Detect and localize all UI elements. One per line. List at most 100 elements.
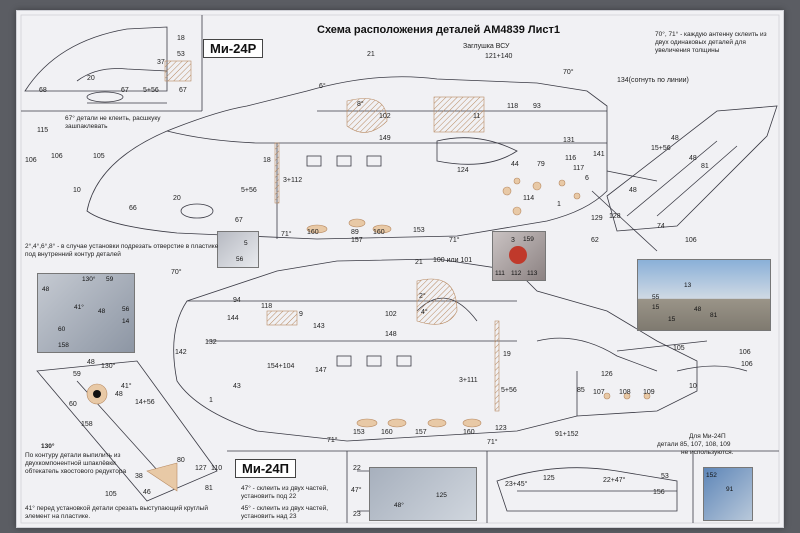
- part-label: 160: [307, 229, 319, 236]
- sheet-title: Схема расположения деталей АМ4839 Лист1: [317, 24, 561, 36]
- photo-label: 158: [58, 342, 69, 349]
- part-label: 123: [495, 425, 507, 432]
- part-label: 153: [413, 227, 425, 234]
- part-label: 158: [81, 421, 93, 428]
- part-label: 47°: [351, 487, 362, 494]
- part-label: 48: [115, 391, 123, 398]
- photo-label: 60: [58, 326, 66, 333]
- part-label: 148: [385, 331, 397, 338]
- part-label: 5+56: [241, 187, 257, 194]
- note-bend: 134(согнуть по линии): [617, 77, 689, 84]
- photo-label: 112: [511, 270, 522, 277]
- part-label: 106: [741, 361, 753, 368]
- part-label: 15+56: [651, 145, 671, 152]
- note-antenna: 70°, 71° - каждую антенну склеить из дву…: [655, 31, 767, 54]
- part-label: 108: [619, 389, 631, 396]
- photo-detail-47: 48° 125: [369, 467, 477, 521]
- photo-label: 159: [523, 236, 534, 243]
- part-label: 109: [643, 389, 655, 396]
- photo-label: 41°: [74, 304, 84, 311]
- part-label: 22+47°: [603, 477, 626, 484]
- part-label: 48: [87, 359, 95, 366]
- part-label: 3: [511, 237, 515, 244]
- part-label: 105: [93, 153, 105, 160]
- part-label: 132: [205, 339, 217, 346]
- part-label: 126: [601, 371, 613, 378]
- photo-label: 55: [652, 294, 660, 301]
- part-label: 62: [591, 237, 599, 244]
- part-label: 9: [299, 311, 303, 318]
- part-label: 154+104: [267, 363, 295, 370]
- note-45: 45° - склеить из двух частей, установить…: [241, 505, 329, 520]
- part-label: 129: [591, 215, 603, 222]
- part-label: 48: [689, 155, 697, 162]
- part-label: 106: [685, 237, 697, 244]
- part-label: 124: [457, 167, 469, 174]
- part-label: 142: [175, 349, 187, 356]
- note-holes: 2°,4°,6°,8° - в случае установки подреза…: [25, 243, 219, 258]
- part-label: 121+140: [485, 53, 513, 60]
- part-label: 18: [177, 35, 185, 42]
- part-label: 22: [353, 465, 361, 472]
- photo-detail-152: 152 91: [703, 467, 753, 521]
- part-label: 66: [129, 205, 137, 212]
- part-label: 6°: [319, 83, 326, 90]
- part-label: 147: [315, 367, 327, 374]
- note-130: По контуру детали выпилить из двухкомпон…: [25, 452, 127, 475]
- model-label-mi24p: Ми-24П: [235, 459, 296, 478]
- note-41: 41° перед установкой детали срезать выст…: [25, 505, 208, 520]
- part-label: 143: [313, 323, 325, 330]
- part-label: 1: [557, 201, 561, 208]
- photo-label: 130°: [82, 276, 96, 283]
- part-label: 160: [463, 429, 475, 436]
- photo-label: 14: [122, 318, 130, 325]
- part-label: 67: [179, 87, 187, 94]
- part-label: 81: [701, 163, 709, 170]
- part-label: 19: [503, 351, 511, 358]
- model-label-mi24r: Ми-24Р: [203, 39, 264, 58]
- part-label: 131: [563, 137, 575, 144]
- part-label: 43: [233, 383, 241, 390]
- part-label: 71°: [281, 231, 292, 238]
- part-label: 85: [577, 387, 585, 394]
- photo-label: 81: [710, 312, 718, 319]
- part-label: 114: [523, 195, 535, 202]
- part-label: 3+112: [283, 177, 303, 184]
- part-label: 1: [209, 397, 213, 404]
- instruction-sheet: Схема расположения деталей АМ4839 Лист1 …: [16, 10, 784, 528]
- part-label: 67: [121, 87, 129, 94]
- photo-label: 5: [244, 240, 248, 247]
- part-label: 68: [39, 87, 47, 94]
- photo-label: 48: [42, 286, 50, 293]
- photo-label: 56: [236, 256, 244, 263]
- part-label: 44: [511, 161, 519, 168]
- part-label: 102: [379, 113, 391, 120]
- photo-label: 125: [436, 492, 447, 499]
- part-label: 91+152: [555, 431, 579, 438]
- part-label: 2°: [419, 293, 426, 300]
- photo-label: 152: [706, 472, 717, 479]
- note-glue-67: 67° детали не клеить, расшкуку зашпаклев…: [65, 115, 161, 130]
- part-label: 102: [385, 311, 397, 318]
- note-or: 100 или 101: [433, 257, 473, 264]
- part-label: 157: [351, 237, 363, 244]
- part-label: 81: [205, 485, 213, 492]
- part-label: 116: [565, 155, 577, 162]
- part-label: 70°: [563, 69, 574, 76]
- part-label: 53: [661, 473, 669, 480]
- note-mi24p-a: Для Ми-24П: [689, 433, 726, 440]
- part-label: 4°: [421, 309, 428, 316]
- part-label: 93: [533, 103, 541, 110]
- note-apu: Заглушка ВСУ: [463, 43, 510, 50]
- part-label: 74: [657, 223, 665, 230]
- part-label: 141: [593, 151, 605, 158]
- red-cap: [509, 246, 527, 264]
- part-label: 53: [177, 51, 185, 58]
- part-label: 94: [233, 297, 241, 304]
- part-label: 46: [143, 489, 151, 496]
- part-label: 48: [629, 187, 637, 194]
- part-label: 130°: [101, 363, 116, 370]
- part-label: 21: [367, 51, 375, 58]
- part-label: 149: [379, 135, 391, 142]
- part-label: 71°: [487, 439, 498, 446]
